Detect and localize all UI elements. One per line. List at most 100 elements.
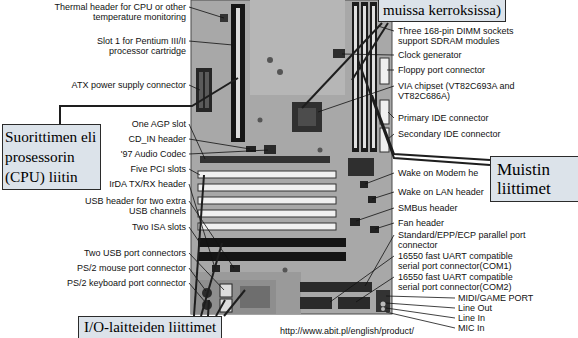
atx-power-connector [196,68,212,112]
io-port-connectors [338,297,370,309]
part-label: One AGP slot [132,119,186,129]
leader-lines [189,85,200,90]
small-components [277,69,283,75]
clock-generator-chip [333,49,345,58]
callout-box: muissa kerroksissa) [378,0,506,22]
small-components [212,57,379,273]
part-label: 16550 fast UART compatible serial port c… [398,251,528,271]
io-port-connectors [300,282,390,312]
part-label: PS/2 mouse port connector [77,263,186,273]
leader-lines [189,7,224,18]
pci-slots [198,171,336,178]
small-components [264,145,276,154]
part-label: MIC In [458,323,485,333]
part-label: Line In [458,313,485,323]
floppy-ide-connectors [380,58,389,84]
northbridge-chip [292,102,322,132]
small-components [368,196,376,203]
northbridge-chip [292,102,322,132]
southbridge-chip [348,158,374,176]
io-port-connectors [300,297,332,309]
atx-power-connector [196,68,212,112]
small-components [258,118,263,123]
motherboard-board [191,0,392,314]
part-label: Floppy port connector [398,65,485,75]
leader-lines [189,150,268,154]
part-label: Slot 1 for Pentium III/II processor cart… [74,36,186,56]
leader-lines [372,192,394,199]
agp-slot [200,156,330,163]
part-label: Line Out [458,303,492,313]
isa-slots [198,252,346,261]
callout-text: muissa kerroksissa) [383,2,501,19]
agp-slot [200,156,330,163]
leader-lines [189,41,233,45]
callout-lines [216,300,225,316]
southbridge-chip [348,158,374,176]
leader-lines [189,253,224,290]
part-label: USB header for two extra USB channels [74,196,186,216]
part-label: Primary IDE connector [398,113,489,123]
leader-lines [189,283,206,303]
io-port-connectors [381,302,386,307]
pci-slots [198,184,336,191]
callout-lines [372,95,490,160]
part-label: Clock generator [398,50,462,60]
callout-lines [352,23,388,80]
leader-lines [386,296,455,298]
callout-lines [194,175,204,316]
small-components [370,226,379,233]
slot1-processor-slot [231,4,245,142]
atx-power-connector [205,72,209,108]
clock-generator-chip [333,49,345,58]
part-label: MIDI/GAME PORT [458,293,533,303]
small-components [283,268,288,273]
small-components [267,57,273,63]
part-label: Two USB port connectors [84,248,186,258]
leader-lines [387,70,394,71]
slot1-processor-slot [231,4,245,142]
pci-slots [198,223,336,230]
leader-lines [386,308,455,318]
part-label: Two ISA slots [132,222,186,232]
leader-lines [375,223,394,229]
part-label: VIA chipset (VT82C693A and VT82C686A) [398,81,528,101]
part-label: PS/2 keyboard port connector [67,278,186,288]
io-port-connectors [300,282,372,292]
leader-lines [356,208,394,221]
back-panel-connectors [220,284,232,297]
callout-text: Suorittimen eli prosessorin (CPU) liitin [5,127,98,187]
pci-slots [198,171,336,230]
leader-lines [386,303,455,308]
part-label: http://www.abit.pl/english/product/ [280,326,414,336]
part-label: Thermal header for CPU or other temperat… [36,2,186,22]
leader-lines [365,173,394,184]
part-label: CD_IN header [128,134,186,144]
part-label: IrDA TX/RX header [109,179,186,189]
part-label: ATX power supply connector [72,80,186,90]
callout-box: I/O-laitteiden liittimet [78,316,222,338]
motherboard-board [191,0,392,314]
io-port-connectors [381,307,385,311]
small-components [360,181,368,188]
dimm-sockets [370,2,377,152]
slot1-processor-slot [236,8,240,138]
callout-lines [224,290,245,316]
callout-lines [201,243,222,316]
dimm-sockets [372,6,375,148]
callout-lines [358,60,490,165]
leader-lines [365,235,394,286]
pci-slots [198,210,336,217]
back-panel-connectors [240,286,270,308]
callout-lines [60,78,238,124]
motherboard-board [250,0,345,95]
leader-lines [330,256,394,302]
callout-text: Muistin liittimet [497,160,578,198]
small-components [350,218,360,226]
part-label: '97 Audio Codec [121,149,186,159]
callout-box: Muistin liittimet [490,156,578,202]
leader-lines [386,312,455,328]
part-label: Three 168-pin DIMM sockets support SDRAM… [398,26,528,46]
part-label: Standard/EPP/ECP parallel port connector [398,230,528,250]
